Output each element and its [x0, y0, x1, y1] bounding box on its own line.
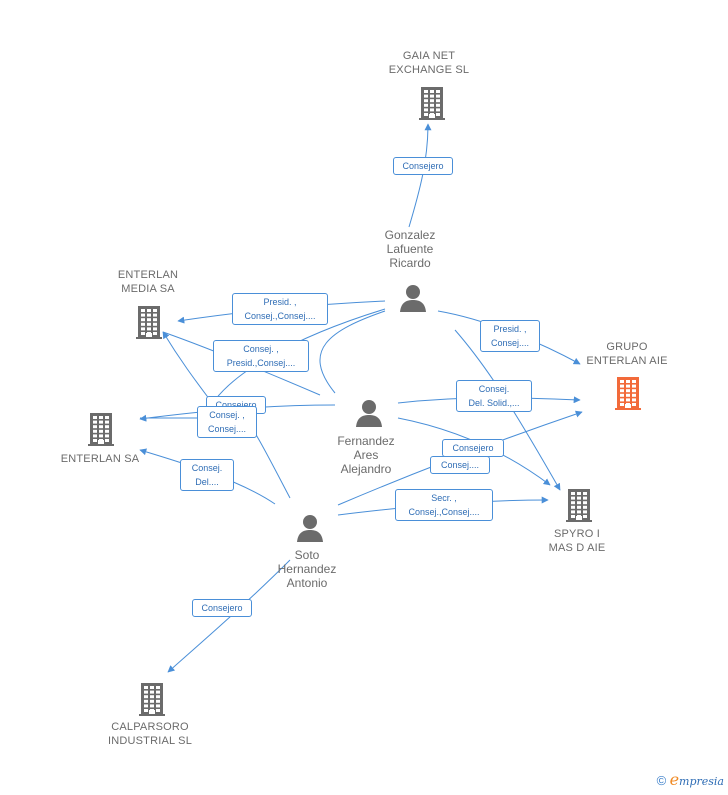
edge-line-0: [408, 123, 432, 228]
edge-label-soto-spyro[interactable]: Secr. , Consej.,Consej....: [395, 489, 493, 521]
building-icon-calparsoro[interactable]: [137, 681, 167, 722]
building-icon-gaia[interactable]: [417, 85, 447, 126]
person-icon-fernandez[interactable]: [354, 398, 384, 433]
person-icon-soto[interactable]: [295, 513, 325, 548]
node-label-soto[interactable]: Soto Hernandez Antonio: [277, 548, 337, 590]
copyright-symbol: ©: [656, 773, 667, 788]
node-label-gaia[interactable]: GAIA NET EXCHANGE SL: [388, 50, 470, 76]
node-label-spyro[interactable]: SPYRO I MAS D AIE: [548, 528, 606, 554]
building-icon-enterlan-sa[interactable]: [86, 411, 116, 452]
edge-label-gonzalez-media[interactable]: Presid. , Consej.,Consej....: [232, 293, 328, 325]
building-icon-spyro[interactable]: [564, 487, 594, 528]
edge-label-soto-calparsoro[interactable]: Consejero: [192, 599, 252, 617]
brand-logo-letter: e: [669, 770, 680, 789]
footer-brand: © empresia: [657, 770, 724, 789]
brand-logo-text: mpresia: [679, 775, 724, 788]
node-label-enterlan-media[interactable]: ENTERLAN MEDIA SA: [117, 269, 179, 295]
node-label-fernandez[interactable]: Fernandez Ares Alejandro: [337, 434, 395, 476]
edge-line-15: [167, 559, 291, 673]
node-label-calparsoro[interactable]: CALPARSORO INDUSTRIAL SL: [107, 721, 193, 747]
building-icon-enterlan-media[interactable]: [134, 304, 164, 345]
edge-label-gonzalez-enterlan-sa[interactable]: Consej. , Presid.,Consej....: [213, 340, 309, 372]
node-label-gonzalez[interactable]: Gonzalez Lafuente Ricardo: [384, 228, 436, 270]
edge-label-fernandez-spyro[interactable]: Consejero: [442, 439, 504, 457]
building-icon-grupo-enterlan[interactable]: [613, 375, 643, 416]
edge-line-4: [319, 310, 386, 394]
node-label-enterlan-sa[interactable]: ENTERLAN SA: [60, 453, 140, 465]
person-icon-gonzalez[interactable]: [398, 283, 428, 318]
edge-label-gonzalez-gaia[interactable]: Consejero: [393, 157, 453, 175]
edge-label-soto-enterlan-sa[interactable]: Consej. Del....: [180, 459, 234, 491]
node-label-grupo-enterlan[interactable]: GRUPO ENTERLAN AIE: [586, 341, 668, 367]
edge-label-fernandez-enterlan-sa[interactable]: Consej. , Consej....: [197, 406, 257, 438]
edge-label-soto-grupo[interactable]: Consej....: [430, 456, 490, 474]
edge-label-gonzalez-grupo[interactable]: Presid. , Consej....: [480, 320, 540, 352]
edge-line-8: [162, 331, 211, 401]
edge-label-fernandez-grupo[interactable]: Consej. Del. Solid.,...: [456, 380, 532, 412]
